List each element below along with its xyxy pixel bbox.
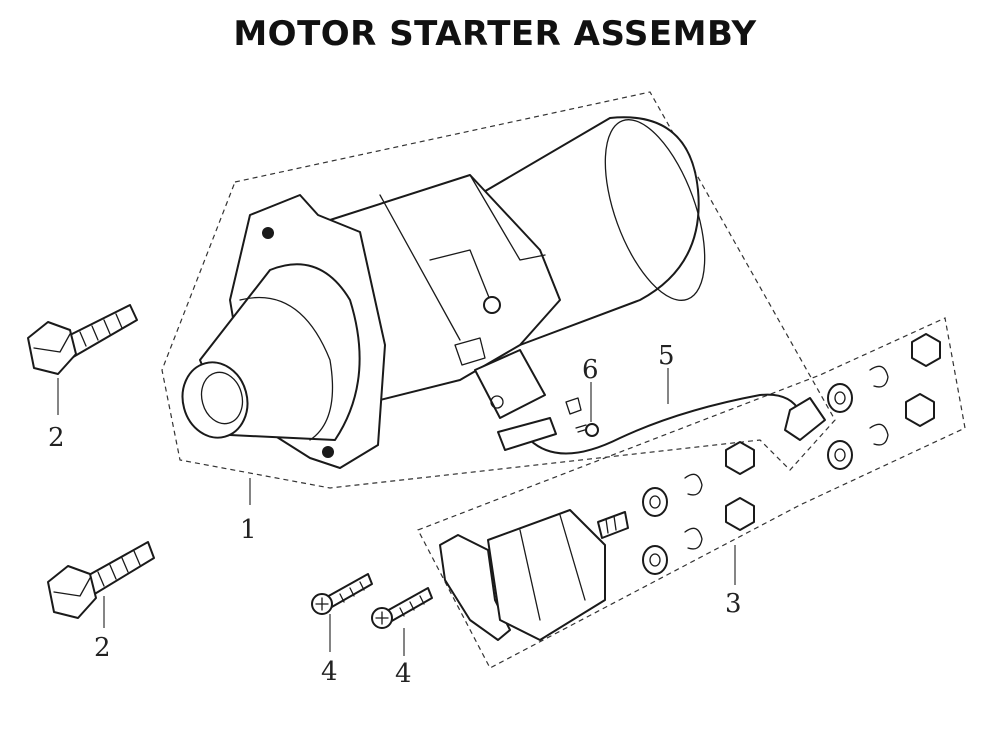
callout-5: 5 — [658, 341, 675, 371]
solenoid-hardware — [642, 441, 755, 575]
callout-3: 3 — [725, 589, 742, 619]
starter-cable — [497, 393, 826, 455]
callout-6: 6 — [582, 355, 599, 385]
callout-2-lower: 2 — [94, 633, 111, 663]
solenoid — [439, 509, 629, 641]
battery-terminal-hardware — [827, 333, 941, 470]
page-title: MOTOR STARTER ASSEMBY — [233, 14, 757, 54]
mounting-screw-left — [311, 573, 373, 615]
flange-bolt-upper — [27, 304, 138, 375]
flange-bolt-lower — [47, 541, 155, 619]
assembly-1-boundary — [161, 91, 836, 489]
starter-motor — [181, 116, 706, 469]
terminal-screw — [565, 397, 599, 437]
callout-4-right: 4 — [395, 659, 412, 689]
callout-2-upper: 2 — [48, 423, 65, 453]
mounting-screw-right — [371, 587, 433, 629]
callout-1: 1 — [240, 515, 257, 545]
callout-4-left: 4 — [321, 657, 338, 687]
